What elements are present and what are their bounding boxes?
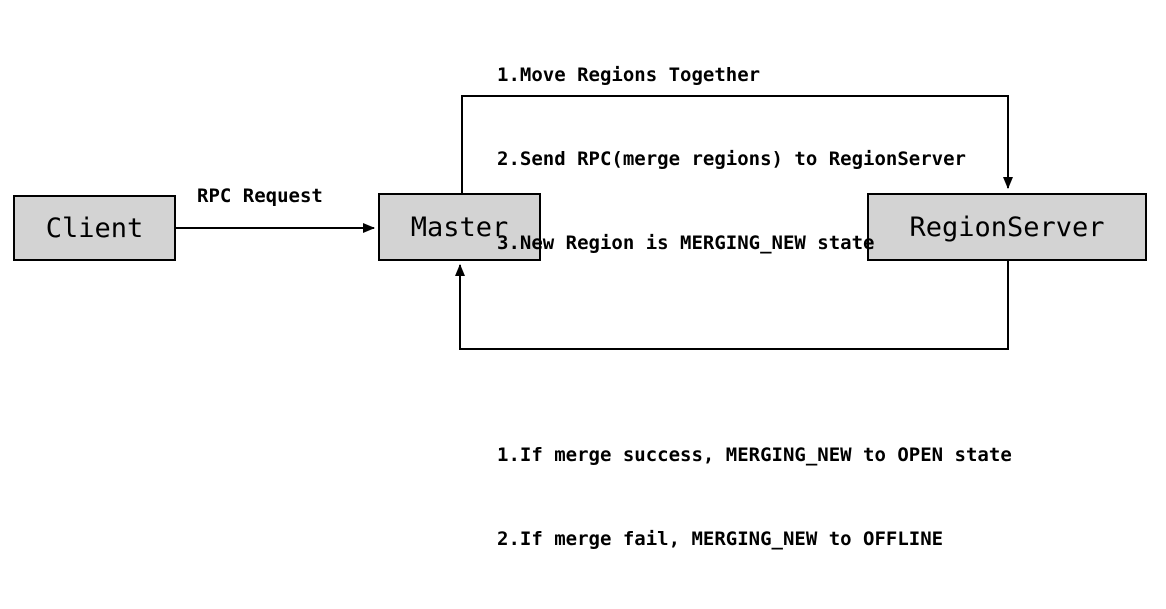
top-note-line: 2.Send RPC(merge regions) to RegionServe…: [497, 148, 966, 170]
regionserver-node: RegionServer: [867, 193, 1147, 261]
edge-master-regionserver: [461, 95, 1013, 193]
edge-regionserver-master: [455, 261, 1009, 350]
top-note: 1.Move Regions Together 2.Send RPC(merge…: [497, 5, 966, 313]
master-node: Master: [378, 193, 541, 261]
bottom-note-line: 1.If merge success, MERGING_NEW to OPEN …: [497, 444, 1012, 466]
top-note-line: 3.New Region is MERGING_NEW state: [497, 232, 875, 254]
client-label: Client: [45, 212, 144, 244]
connectors: [176, 95, 1013, 350]
bottom-note: 1.If merge success, MERGING_NEW to OPEN …: [497, 385, 1012, 609]
master-label: Master: [410, 211, 509, 243]
bottom-note-line: 2.If merge fail, MERGING_NEW to OFFLINE: [497, 528, 944, 550]
client-node: Client: [13, 195, 176, 261]
merge-flow-diagram: Client Master RegionServer RPC Request 1…: [13, 5, 1147, 550]
regionserver-label: RegionServer: [909, 211, 1105, 243]
rpc-request-label: RPC Request: [197, 185, 323, 207]
top-note-line: 1.Move Regions Together: [497, 64, 761, 86]
